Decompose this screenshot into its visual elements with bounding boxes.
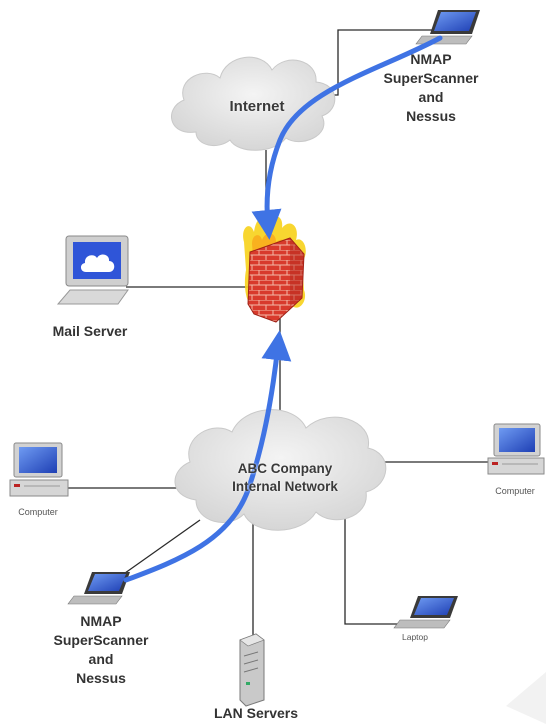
internet-label: Internet bbox=[229, 98, 285, 115]
link-internal-scanner-bottom bbox=[117, 519, 201, 579]
laptop-label: Laptop bbox=[402, 632, 428, 642]
mail-server-label: Mail Server bbox=[52, 323, 128, 339]
scanner-bottom-line-1: NMAP bbox=[80, 613, 122, 629]
scanner-top-line-2: SuperScanner bbox=[383, 70, 479, 86]
laptop-icon-scanner-top bbox=[415, 10, 480, 45]
server-tower-icon bbox=[239, 633, 265, 707]
scan-arrow-internal bbox=[123, 330, 292, 583]
scanner-bottom-line-3: and bbox=[88, 651, 114, 667]
firewall-icon bbox=[243, 216, 306, 323]
scanner-top-line-1: NMAP bbox=[410, 51, 452, 67]
laptop-icon-scanner-bottom bbox=[67, 572, 130, 605]
computer-left-label: Computer bbox=[18, 507, 58, 517]
scanner-bottom-line-2: SuperScanner bbox=[53, 632, 149, 648]
internal-network-line-2: Internal Network bbox=[232, 479, 338, 494]
internet-cloud-icon bbox=[171, 56, 336, 151]
computer-right-label: Computer bbox=[495, 486, 535, 496]
scanner-top-line-4: Nessus bbox=[406, 108, 456, 124]
mail-server-monitor-icon bbox=[56, 235, 129, 305]
scan-arrow-external bbox=[251, 35, 443, 240]
scanner-bottom-label: NMAP SuperScanner and Nessus bbox=[26, 612, 176, 688]
lan-servers-label: LAN Servers bbox=[213, 705, 299, 721]
computer-icon-right bbox=[487, 423, 545, 475]
computer-icon-left bbox=[9, 442, 69, 497]
laptop-icon bbox=[393, 596, 458, 629]
internal-network-label: ABC Company Internal Network bbox=[200, 460, 370, 496]
internal-network-line-1: ABC Company bbox=[237, 461, 333, 476]
watermark-mark bbox=[506, 672, 546, 724]
scanner-top-label: NMAP SuperScanner and Nessus bbox=[356, 50, 506, 126]
scan-path-arrows bbox=[123, 35, 443, 583]
scanner-bottom-line-4: Nessus bbox=[76, 670, 126, 686]
link-internal-laptop bbox=[344, 510, 403, 625]
scanner-top-line-3: and bbox=[418, 89, 444, 105]
internal-network-cloud-icon bbox=[174, 409, 387, 531]
